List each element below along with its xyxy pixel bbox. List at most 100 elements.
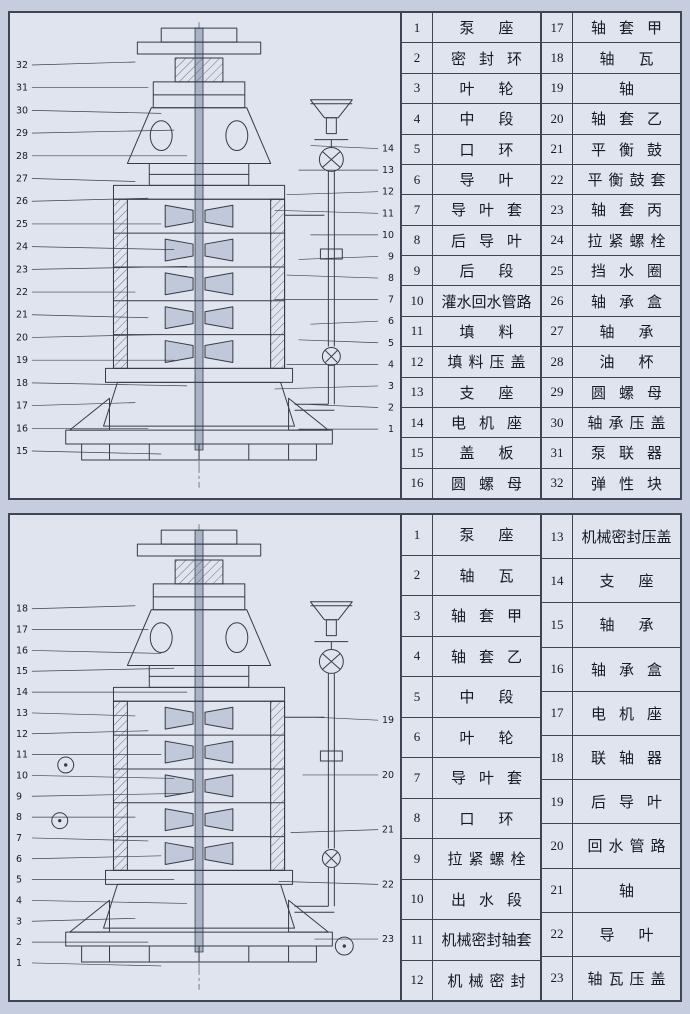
part-name: 轴承盒	[590, 662, 675, 679]
callout-label: 5	[388, 338, 394, 349]
part-name: 轴套甲	[590, 21, 675, 38]
part-number: 1	[402, 515, 433, 555]
part-number: 2	[402, 555, 433, 595]
callout-label: 8	[16, 812, 22, 823]
part-number: 3	[402, 73, 433, 104]
callout-label: 22	[382, 879, 394, 890]
callout-label: 17	[16, 401, 28, 412]
part-number: 9	[402, 839, 433, 879]
part-name: 挡水圈	[590, 264, 675, 281]
part-name: 机械密封压盖	[581, 530, 672, 547]
part-name: 灌水回水管路	[441, 294, 532, 311]
part-name: 圆螺母	[590, 385, 675, 402]
callout-label: 20	[382, 770, 394, 781]
part-number: 17	[542, 691, 573, 735]
callout-label: 15	[16, 446, 28, 457]
callout-label: 13	[16, 708, 28, 719]
part-number: 8	[402, 798, 433, 838]
part-number: 9	[402, 256, 433, 286]
part-number: 23	[542, 195, 573, 225]
part-name: 中段	[459, 690, 538, 707]
part-number: 11	[402, 920, 433, 960]
part-number: 20	[542, 824, 573, 868]
part-number: 29	[542, 377, 573, 407]
part-name: 轴套甲	[450, 609, 535, 626]
part-row: 15 轴承	[542, 602, 680, 647]
callout-label: 3	[16, 916, 22, 927]
callout-label: 14	[382, 144, 394, 155]
callout-label: 6	[16, 854, 22, 865]
part-name: 轴承	[599, 618, 678, 635]
callout-label: 3	[388, 381, 394, 392]
callout-label: 23	[16, 264, 28, 275]
part-row: 22 平衡鼓套	[542, 163, 680, 195]
callout-label: 6	[388, 316, 394, 327]
part-name: 轴	[618, 883, 634, 900]
callout-label: 15	[16, 666, 28, 677]
part-name: 平衡鼓套	[587, 173, 672, 190]
callout-label: 29	[16, 128, 28, 139]
part-number: 32	[542, 468, 573, 498]
callout-label: 5	[16, 875, 22, 886]
part-number: 21	[542, 868, 573, 912]
part-row: 32 弹性块	[542, 467, 680, 498]
callout-label: 11	[16, 750, 28, 761]
part-number: 26	[542, 286, 573, 316]
part-number: 19	[542, 73, 573, 104]
part-name: 轴瓦压盖	[587, 971, 672, 988]
callout-label: 17	[16, 625, 28, 636]
part-number: 15	[402, 438, 433, 468]
part-name: 弹性块	[590, 476, 675, 493]
part-number: 24	[542, 225, 573, 255]
part-name: 联轴器	[590, 751, 675, 768]
part-name: 中段	[459, 112, 538, 129]
part-number: 1	[402, 13, 433, 43]
part-name: 机械密封轴套	[441, 933, 532, 950]
part-number: 22	[542, 164, 573, 195]
part-name: 填料	[459, 324, 538, 341]
part-number: 20	[542, 104, 573, 134]
callout-label: 4	[16, 895, 22, 906]
part-name: 密封环	[450, 51, 535, 68]
part-name: 后段	[459, 264, 538, 281]
callout-label: 32	[16, 60, 28, 71]
part-number: 14	[402, 407, 433, 438]
part-name: 平衡鼓	[590, 142, 675, 159]
callout-label: 21	[382, 825, 394, 836]
part-number: 7	[402, 195, 433, 225]
part-number: 15	[542, 603, 573, 647]
